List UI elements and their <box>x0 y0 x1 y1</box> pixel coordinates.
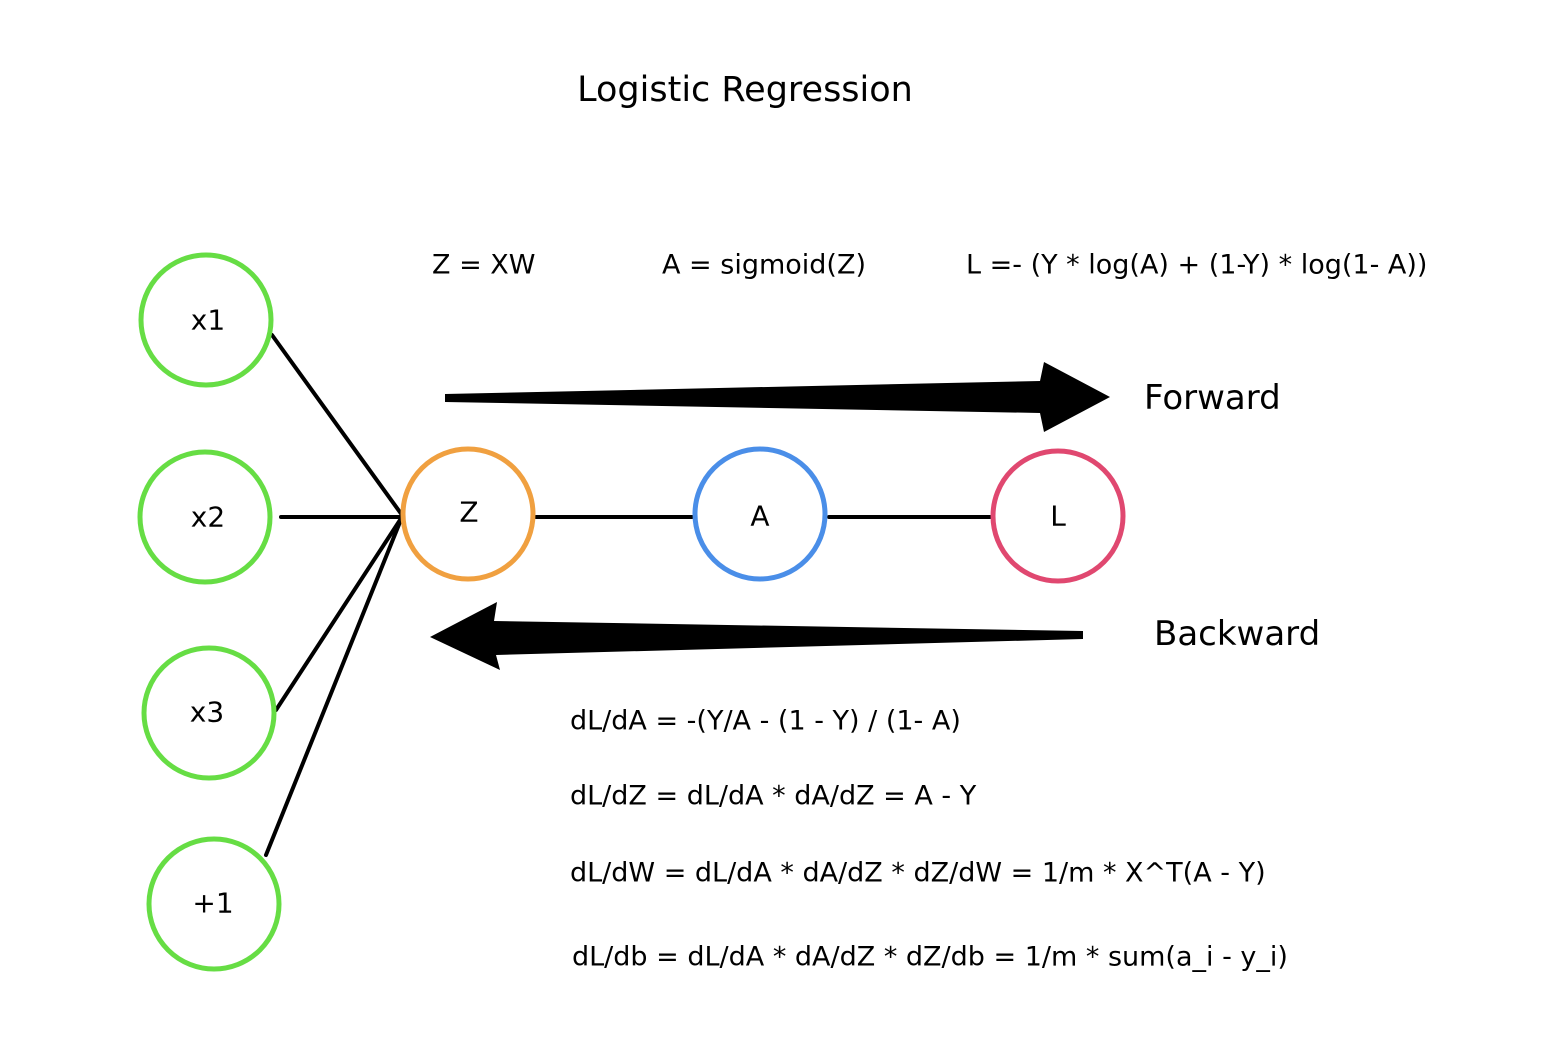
node-l-label: L <box>1050 500 1066 533</box>
node-z-circle <box>400 446 536 582</box>
node-z: Z <box>400 446 536 582</box>
equation-a: A = sigmoid(Z) <box>662 250 866 281</box>
node-x2: x2 <box>137 449 273 585</box>
backward-equation-dl-dw: dL/dW = dL/dA * dA/dZ * dZ/dW = 1/m * X^… <box>570 858 1266 889</box>
node-bias: +1 <box>146 836 282 972</box>
equation-loss: L =- (Y * log(A) + (1-Y) * log(1- A)) <box>966 250 1427 281</box>
node-x1: x1 <box>138 252 274 388</box>
node-z-label: Z <box>459 496 478 529</box>
edge-bias-z <box>264 515 404 857</box>
node-x2-circle <box>137 449 273 585</box>
node-x3-label: x3 <box>190 696 224 729</box>
backward-equation-dl-da: dL/dA = -(Y/A - (1 - Y) / (1- A) <box>570 706 961 737</box>
node-a-label: A <box>750 500 769 533</box>
node-l: L <box>990 448 1126 584</box>
diagram-title: Logistic Regression <box>577 70 913 110</box>
node-bias-circle <box>146 836 282 972</box>
backward-label: Backward <box>1154 614 1320 654</box>
backward-arrow <box>430 602 1083 670</box>
node-x2-label: x2 <box>191 501 225 534</box>
node-x1-circle <box>138 252 274 388</box>
node-a: A <box>692 446 828 582</box>
edge-x1-z <box>270 333 404 517</box>
node-l-circle <box>990 448 1126 584</box>
forward-label: Forward <box>1144 378 1281 418</box>
equation-z: Z = XW <box>432 250 535 281</box>
backward-equation-dl-db: dL/db = dL/dA * dA/dZ * dZ/db = 1/m * su… <box>572 942 1288 973</box>
node-x1-label: x1 <box>191 304 225 337</box>
node-bias-label: +1 <box>192 887 233 920</box>
backward-equation-dl-dz: dL/dZ = dL/dA * dA/dZ = A - Y <box>570 781 977 812</box>
forward-arrow <box>445 362 1110 432</box>
node-x3-circle <box>141 645 277 781</box>
node-a-circle <box>692 446 828 582</box>
edge-x3-z <box>274 515 404 712</box>
node-x3: x3 <box>141 645 277 781</box>
